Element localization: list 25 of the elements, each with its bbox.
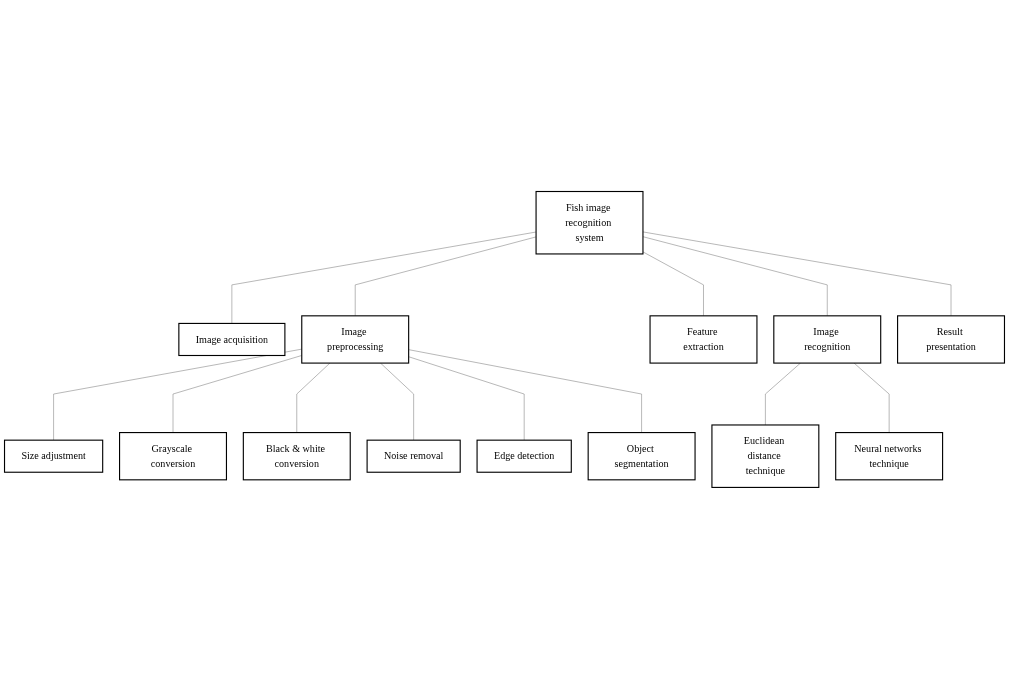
- connector: [853, 362, 890, 433]
- node-box: Image recognition: [773, 314, 882, 364]
- connector: [642, 235, 828, 316]
- connector: [765, 362, 801, 425]
- node-box: Object segmentation: [587, 431, 696, 480]
- node-box: Noise removal: [366, 439, 461, 473]
- node-box: Fish image recognition system: [535, 190, 644, 255]
- connector: [642, 231, 952, 316]
- node-box: Size adjustment: [3, 439, 104, 473]
- connector: [296, 362, 331, 433]
- node-box: Image acquisition: [178, 322, 286, 356]
- connector: [642, 251, 704, 316]
- connector: [380, 362, 414, 440]
- node-box: Edge detection: [476, 439, 572, 473]
- node-box: Image preprocessing: [301, 314, 410, 364]
- node-box: Result presentation: [897, 314, 1006, 364]
- node-box: Black & white conversion: [242, 431, 351, 480]
- connector: [354, 236, 537, 316]
- connector: [408, 348, 642, 433]
- node-box: Euclidean distance technique: [711, 423, 820, 488]
- node-box: Grayscale conversion: [119, 431, 227, 480]
- node-box: Neural networks technique: [835, 431, 944, 480]
- node-box: Feature extraction: [649, 314, 758, 364]
- connector: [408, 355, 525, 440]
- connector: [231, 231, 537, 324]
